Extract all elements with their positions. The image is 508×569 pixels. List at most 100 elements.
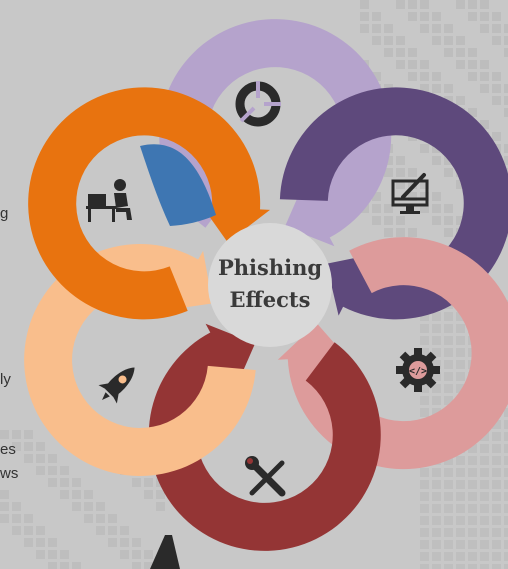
background-tile — [456, 372, 465, 381]
cut-text-fragment-1: g — [0, 205, 9, 222]
background-tile — [120, 538, 129, 547]
background-tile — [384, 216, 393, 225]
background-tile — [60, 478, 69, 487]
background-tile — [120, 526, 129, 535]
background-tile — [480, 120, 489, 129]
background-tile — [504, 408, 508, 417]
background-tile — [456, 456, 465, 465]
background-tile — [444, 84, 453, 93]
background-tile — [396, 48, 405, 57]
background-tile — [480, 60, 489, 69]
background-tile — [108, 514, 117, 523]
cut-text-fragment-4: ws — [0, 465, 19, 482]
background-tile — [24, 526, 33, 535]
background-tile — [492, 552, 501, 561]
background-tile — [0, 490, 9, 499]
background-tile — [432, 564, 441, 569]
background-tile — [132, 550, 141, 559]
background-tile — [444, 552, 453, 561]
gear-tooth — [414, 348, 422, 358]
background-tile — [396, 180, 405, 189]
background-tile — [48, 538, 57, 547]
background-tile — [420, 492, 429, 501]
background-tile — [372, 72, 381, 81]
background-tile — [372, 12, 381, 21]
background-tile — [432, 24, 441, 33]
background-tile — [444, 36, 453, 45]
background-tile — [444, 504, 453, 513]
background-tile — [420, 348, 429, 357]
background-tile — [372, 192, 381, 201]
background-tile — [444, 348, 453, 357]
background-tile — [48, 550, 57, 559]
background-tile — [432, 540, 441, 549]
background-tile — [132, 562, 141, 569]
background-tile — [420, 24, 429, 33]
background-tile — [480, 432, 489, 441]
background-tile — [456, 480, 465, 489]
background-tile — [408, 228, 417, 237]
background-tile — [492, 504, 501, 513]
background-tile — [492, 36, 501, 45]
background-tile — [144, 550, 153, 559]
background-tile — [504, 504, 508, 513]
background-tile — [504, 420, 508, 429]
background-tile — [96, 526, 105, 535]
background-tile — [456, 492, 465, 501]
background-tile — [456, 468, 465, 477]
background-tile — [420, 408, 429, 417]
background-tile — [48, 478, 57, 487]
background-tile — [420, 72, 429, 81]
background-tile — [444, 492, 453, 501]
background-tile — [504, 96, 508, 105]
background-tile — [108, 526, 117, 535]
background-tile — [480, 84, 489, 93]
background-tile — [456, 312, 465, 321]
background-tile — [444, 396, 453, 405]
background-tile — [492, 456, 501, 465]
background-tile — [36, 550, 45, 559]
background-tile — [36, 454, 45, 463]
background-tile — [144, 490, 153, 499]
background-tile — [432, 552, 441, 561]
background-tile — [432, 384, 441, 393]
background-tile — [408, 0, 417, 9]
background-tile — [492, 468, 501, 477]
background-tile — [48, 454, 57, 463]
background-tile — [456, 336, 465, 345]
background-tile — [36, 442, 45, 451]
background-tile — [432, 336, 441, 345]
background-tile — [120, 550, 129, 559]
background-tile — [456, 564, 465, 569]
background-tile — [456, 348, 465, 357]
background-tile — [72, 490, 81, 499]
background-tile — [0, 430, 9, 439]
background-tile — [432, 312, 441, 321]
background-tile — [480, 492, 489, 501]
background-tile — [156, 490, 165, 499]
background-tile — [432, 204, 441, 213]
background-tile — [384, 168, 393, 177]
background-tile — [444, 480, 453, 489]
background-tile — [444, 204, 453, 213]
rocket-icon — [98, 367, 135, 404]
background-tile — [456, 36, 465, 45]
background-tile — [468, 540, 477, 549]
background-tile — [420, 384, 429, 393]
background-tile — [384, 156, 393, 165]
background-tile — [480, 12, 489, 21]
background-tile — [480, 444, 489, 453]
background-tile — [492, 24, 501, 33]
background-tile — [12, 430, 21, 439]
background-tile — [0, 502, 9, 511]
background-tile — [444, 216, 453, 225]
background-tile — [504, 156, 508, 165]
background-tile — [420, 312, 429, 321]
background-tile — [444, 372, 453, 381]
background-tile — [432, 528, 441, 537]
background-tile — [468, 108, 477, 117]
background-tile — [420, 396, 429, 405]
background-tile — [24, 442, 33, 451]
background-tile — [468, 504, 477, 513]
